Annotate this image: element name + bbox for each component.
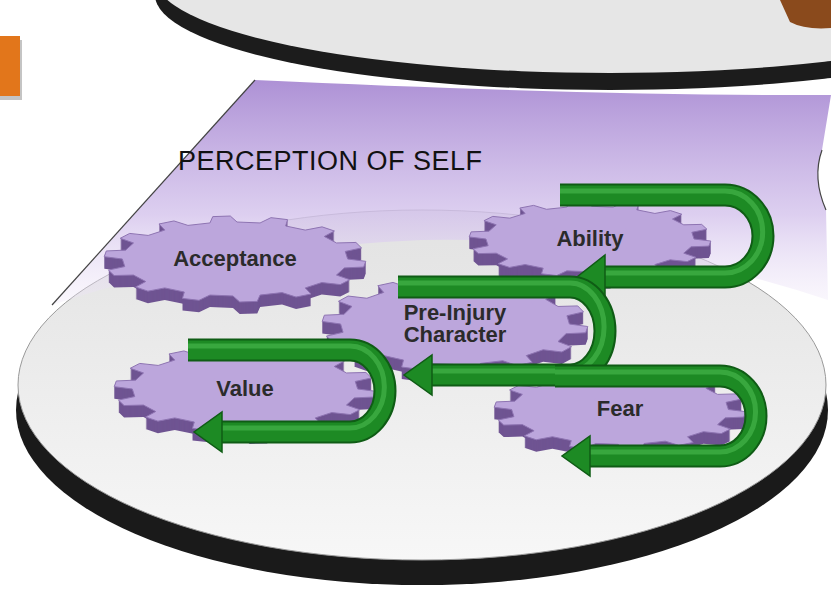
upper-object (780, 0, 831, 28)
orange-tab (0, 36, 20, 96)
gear-label-holder: Pre-Injury Character (318, 302, 592, 346)
gear-label-holder: Value (110, 378, 380, 400)
gear: Acceptance (100, 210, 370, 320)
upper-disc-face (155, 0, 831, 73)
gear-label: Value (213, 378, 276, 400)
arrow-highlight (560, 191, 763, 273)
gear-label: Pre-Injury Character (377, 302, 533, 346)
column-edge (818, 150, 826, 210)
gear-label-holder: Fear (490, 398, 750, 420)
arrow-fear (555, 372, 756, 476)
gear-label: Ability (553, 228, 626, 250)
arrow-band (560, 195, 763, 277)
gear-label: Fear (594, 398, 646, 420)
perception-column (52, 80, 831, 305)
gear-label-holder: Acceptance (100, 248, 370, 270)
title-holder: PERCEPTION OF SELF (178, 146, 483, 176)
arrow-head (194, 412, 222, 452)
upper-disc (0, 0, 831, 110)
platform-title: PERCEPTION OF SELF (178, 146, 483, 176)
gear-label-holder: Ability (465, 228, 715, 250)
gear-top (104, 216, 366, 302)
arrow-head (404, 355, 432, 395)
arrow-head (562, 436, 590, 476)
arrow-value (188, 346, 385, 452)
arrow-outline (560, 195, 763, 277)
gear-side (104, 217, 366, 303)
gear-label: Acceptance (170, 248, 300, 270)
